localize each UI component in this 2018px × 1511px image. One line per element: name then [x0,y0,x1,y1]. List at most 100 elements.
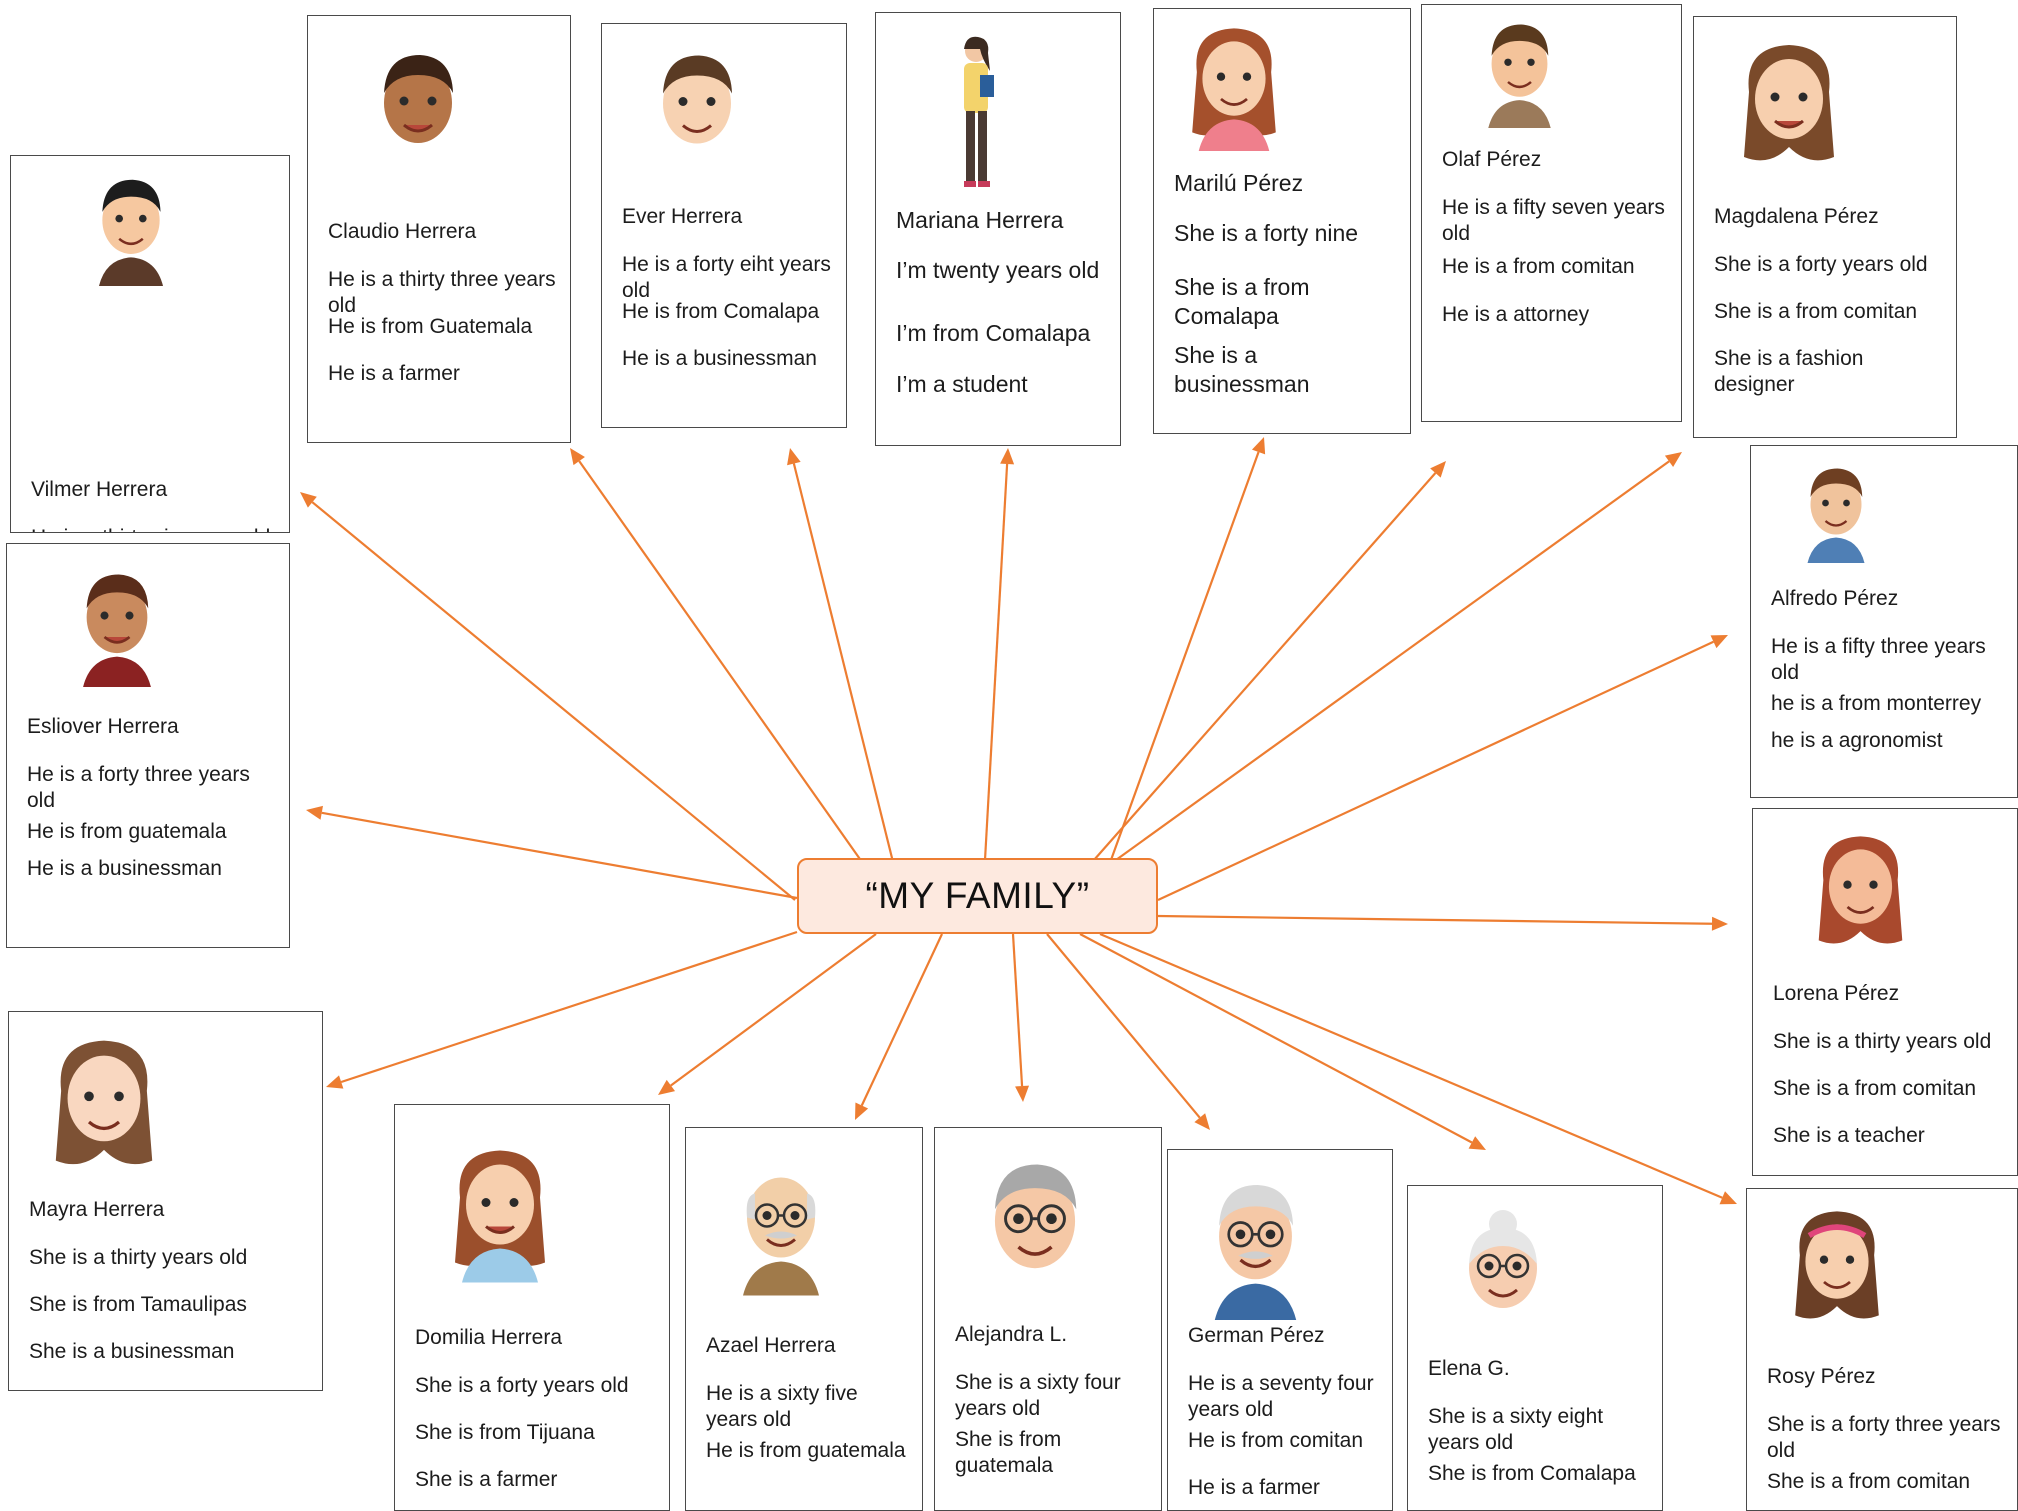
card-alejandra: Alejandra L.She is a sixty four years ol… [934,1127,1162,1511]
person-name: Alejandra L. [955,1323,1068,1346]
arrowhead [1710,635,1728,649]
person-name: Marilú Pérez [1174,170,1304,196]
person-detail: She is a teacher [1773,1124,1925,1147]
man-blue-shirt-icon [1786,458,1886,563]
person-detail: He is a thirty three years old [328,268,556,317]
person-detail: He is from guatemala [27,820,227,843]
person-name: Vilmer Herrera [31,478,168,501]
arrowhead [1430,461,1446,478]
person-detail: He is from guatemala [706,1439,906,1462]
card-esliover: Esliover Herrera He is a forty three year… [6,543,290,948]
person-detail: She is a businessman [29,1340,235,1363]
grandma-bun-icon [1433,1206,1573,1346]
girl-headband-icon [1772,1204,1902,1334]
connector-line [1115,460,1670,861]
arrowhead [1719,1191,1737,1205]
arrowhead [306,805,323,820]
center-node: “MY FAMILY” [797,858,1158,934]
card-vilmer: Vilmer Herrera He is a thirty six years o… [10,155,290,533]
girl-ponytail-icon [29,1032,179,1182]
person-detail: She is a forty three years old [1767,1413,2001,1462]
person-detail: She is a from comitan [1767,1470,1971,1493]
connector-line [321,811,798,900]
person-detail: he is a from monterrey [1771,692,1982,715]
person-detail: He is a farmer [1188,1476,1320,1499]
person-detail: He is from comitan [1188,1429,1364,1452]
person-name: Ever Herrera [622,205,743,228]
woman-red-hair-icon [1798,829,1923,959]
person-detail: He is a attorney [1442,303,1590,326]
grandpa-glasses-icon [1183,1170,1328,1320]
person-detail: She is from Tamaulipas [29,1293,247,1316]
person-detail: He is from Comalapa [622,300,820,323]
connector-line [860,933,943,1106]
person-detail: He is a seventy four years old [1188,1372,1374,1421]
arrowhead [1194,1113,1210,1130]
person-detail: He is from Guatemala [328,315,533,338]
person-detail: he is a agronomist [1771,729,1943,752]
arrowhead [787,448,801,466]
connector-line [1157,640,1714,901]
person-detail: She is a from Comalapa [1174,274,1310,329]
connector-line [1099,932,1723,1199]
person-detail: He is a forty three years old [27,763,250,812]
person-detail: She is a forty years old [1714,253,1928,276]
connector-line [1011,933,1024,1087]
arrowhead [1664,452,1682,468]
connector-line [670,933,877,1087]
connector-line [1046,933,1201,1119]
person-name: Alfredo Pérez [1771,587,1899,610]
person-detail: She is from guatemala [955,1428,1062,1477]
connector-line [340,930,798,1084]
woman-pink-shirt-icon [1174,21,1294,151]
person-detail: He is a farmer [328,362,460,385]
person-detail: I’m from Comalapa [896,320,1091,346]
person-detail: She is a businessman [1174,342,1310,397]
person-detail: She is from Comalapa [1428,1462,1636,1485]
person-name: Esliover Herrera [27,715,179,738]
person-detail: She is from Tijuana [415,1421,595,1444]
person-detail: She is a sixty eight years old [1428,1405,1604,1454]
person-name: Mayra Herrera [29,1198,165,1221]
person-detail: He is a from comitan [1442,255,1635,278]
student-girl-icon [936,31,1016,196]
arrowhead [855,1102,869,1120]
person-detail: She is a farmer [415,1468,558,1491]
connector-line [983,463,1009,861]
person-name: Mariana Herrera [896,207,1064,233]
arrowhead [326,1075,344,1089]
person-name: Lorena Pérez [1773,982,1900,1005]
person-name: Magdalena Pérez [1714,205,1879,228]
arrowhead [300,492,317,508]
woman-brown-hair-icon [1724,37,1854,177]
person-detail: She is a forty nine [1174,220,1359,246]
boy-black-hair-icon [71,168,191,286]
arrowhead [1251,437,1266,455]
arrowhead [1000,448,1015,465]
arrowhead [1015,1085,1030,1102]
person-name: Rosy Pérez [1767,1365,1876,1388]
person-detail: She is a forty years old [415,1374,629,1397]
connector-line [1157,914,1713,925]
smiling-man-icon [1457,13,1582,128]
arrowhead [570,448,585,466]
person-detail: He is a thirty six years old [31,525,275,532]
boy-red-shirt-icon [47,562,187,687]
connector-line [311,501,796,901]
center-title: “MY FAMILY” [865,875,1090,916]
person-name: Elena G. [1428,1357,1510,1380]
young-man-brown-hair-icon [637,39,757,184]
person-detail: He is a businessman [622,347,817,370]
arrowhead [1711,916,1728,931]
